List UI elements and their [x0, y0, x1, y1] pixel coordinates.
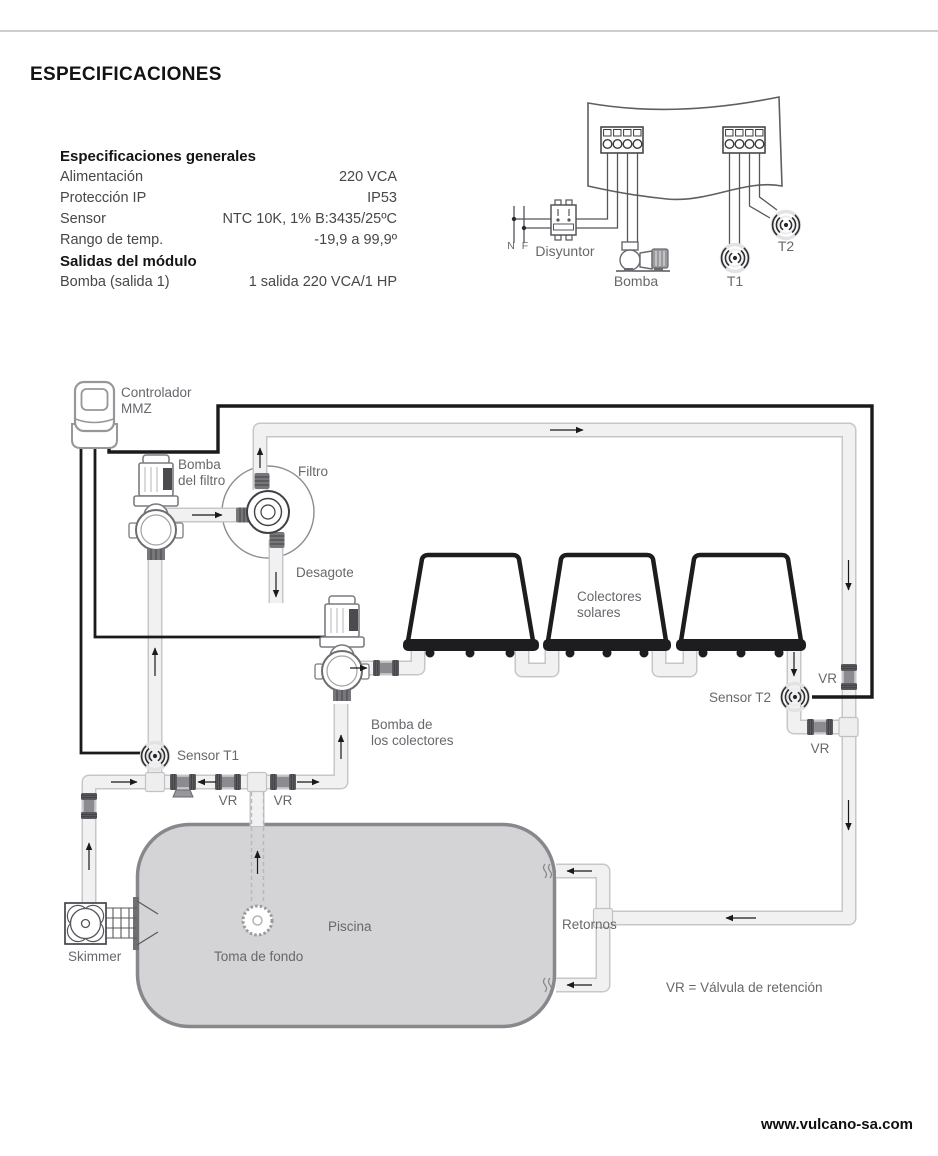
specs-header-label: Especificaciones generales [60, 148, 256, 165]
collectors-pump-icon [314, 595, 370, 702]
spec-row: Bomba (salida 1) 1 salida 220 VCA/1 HP [60, 272, 397, 293]
collectors-pump-label: los colectores [371, 733, 454, 748]
terminal-block-right [722, 126, 766, 154]
wiring-wires [511, 153, 778, 244]
spec-row: Alimentación 220 VCA [60, 167, 397, 188]
skimmer-icon [64, 897, 159, 950]
filter-pump-label: Bomba [178, 457, 221, 472]
controller-wires [79, 404, 874, 755]
collectors-label: solares [577, 605, 621, 620]
solar-collector [403, 552, 539, 658]
collectors-pump-label: Bomba de [371, 717, 433, 732]
top-divider [0, 30, 938, 32]
flow-arrows [85, 426, 852, 989]
wiring-diagram-svg: N F Disyuntor Bomba T1 T2 [507, 96, 802, 289]
pump-icon [616, 241, 670, 272]
check-valve-label: VR [818, 671, 837, 686]
spec-label: Alimentación [60, 169, 144, 185]
specs-table: Especificaciones generales Alimentación … [60, 146, 397, 293]
check-valve [169, 773, 197, 798]
solar-collector [676, 552, 806, 658]
spec-value: -19,9 a 99,9º [314, 232, 397, 248]
spec-value: NTC 10K, 1% B:3435/25ºC [222, 211, 397, 227]
bottom-drain-dashed-pipe [250, 792, 265, 904]
check-valve-legend: VR = Válvula de retención [666, 980, 822, 995]
phase-label: F [522, 240, 528, 252]
bottom-drain-icon [241, 904, 274, 937]
t2-label: T2 [778, 238, 795, 254]
sensor-t2-label: Sensor T2 [709, 690, 771, 705]
filter-label: Filtro [298, 464, 328, 479]
page-title: ESPECIFICACIONES [30, 64, 222, 85]
sensor-t1-label: Sensor T1 [177, 748, 239, 763]
plumbing-diagram-svg: Controlador MMZ Bomba del filtro Filtro … [64, 380, 874, 1029]
spec-value: 1 salida 220 VCA/1 HP [248, 274, 397, 290]
drain-label: Desagote [296, 565, 354, 580]
returns-label: Retornos [562, 917, 617, 932]
controller-label: Controlador [121, 385, 192, 400]
spec-label: Rango de temp. [60, 232, 164, 248]
specs-section-header: Salidas del módulo [60, 251, 397, 272]
controller-label: MMZ [121, 401, 152, 416]
spec-value: IP53 [367, 190, 397, 206]
spec-label: Sensor [60, 211, 106, 227]
collectors-label: Colectores [577, 589, 642, 604]
pipe-collars [144, 716, 859, 929]
breaker-label: Disyuntor [535, 243, 594, 259]
specs-header-label: Salidas del módulo [60, 253, 197, 270]
spec-label: Bomba (salida 1) [60, 274, 170, 290]
check-valve-label: VR [219, 793, 238, 808]
check-valve-label: VR [811, 741, 830, 756]
return-jet-icon [542, 863, 553, 993]
bottom-drain-label: Toma de fondo [214, 949, 303, 964]
sensor-t2-icon [770, 209, 802, 241]
filter-pump-label: del filtro [178, 473, 225, 488]
check-valve-label: VR [274, 793, 293, 808]
pump-label: Bomba [614, 273, 659, 289]
pool-label: Piscina [328, 919, 372, 934]
spec-label: Protección IP [60, 190, 147, 206]
filter-valve-icon [235, 472, 290, 549]
spec-row: Sensor NTC 10K, 1% B:3435/25ºC [60, 209, 397, 230]
controller-mmz-icon [71, 380, 118, 449]
sensor-t2-icon [779, 681, 811, 713]
neutral-label: N [507, 240, 515, 252]
diagram-labels: Controlador MMZ Bomba del filtro Filtro … [68, 385, 837, 995]
terminal-block-left [600, 126, 644, 154]
circuit-breaker-icon [550, 199, 577, 241]
website-footer: www.vulcano-sa.com [761, 1116, 913, 1133]
solar-collector [543, 552, 671, 658]
sensor-t1-icon [719, 242, 751, 274]
spec-row: Protección IP IP53 [60, 188, 397, 209]
t1-label: T1 [727, 273, 744, 289]
spec-value: 220 VCA [338, 169, 397, 185]
skimmer-label: Skimmer [68, 949, 122, 964]
spec-row: Rango de temp. -19,9 a 99,9º [60, 230, 397, 251]
specs-section-header: Especificaciones generales [60, 146, 397, 167]
sensor-t1-icon [139, 740, 171, 772]
